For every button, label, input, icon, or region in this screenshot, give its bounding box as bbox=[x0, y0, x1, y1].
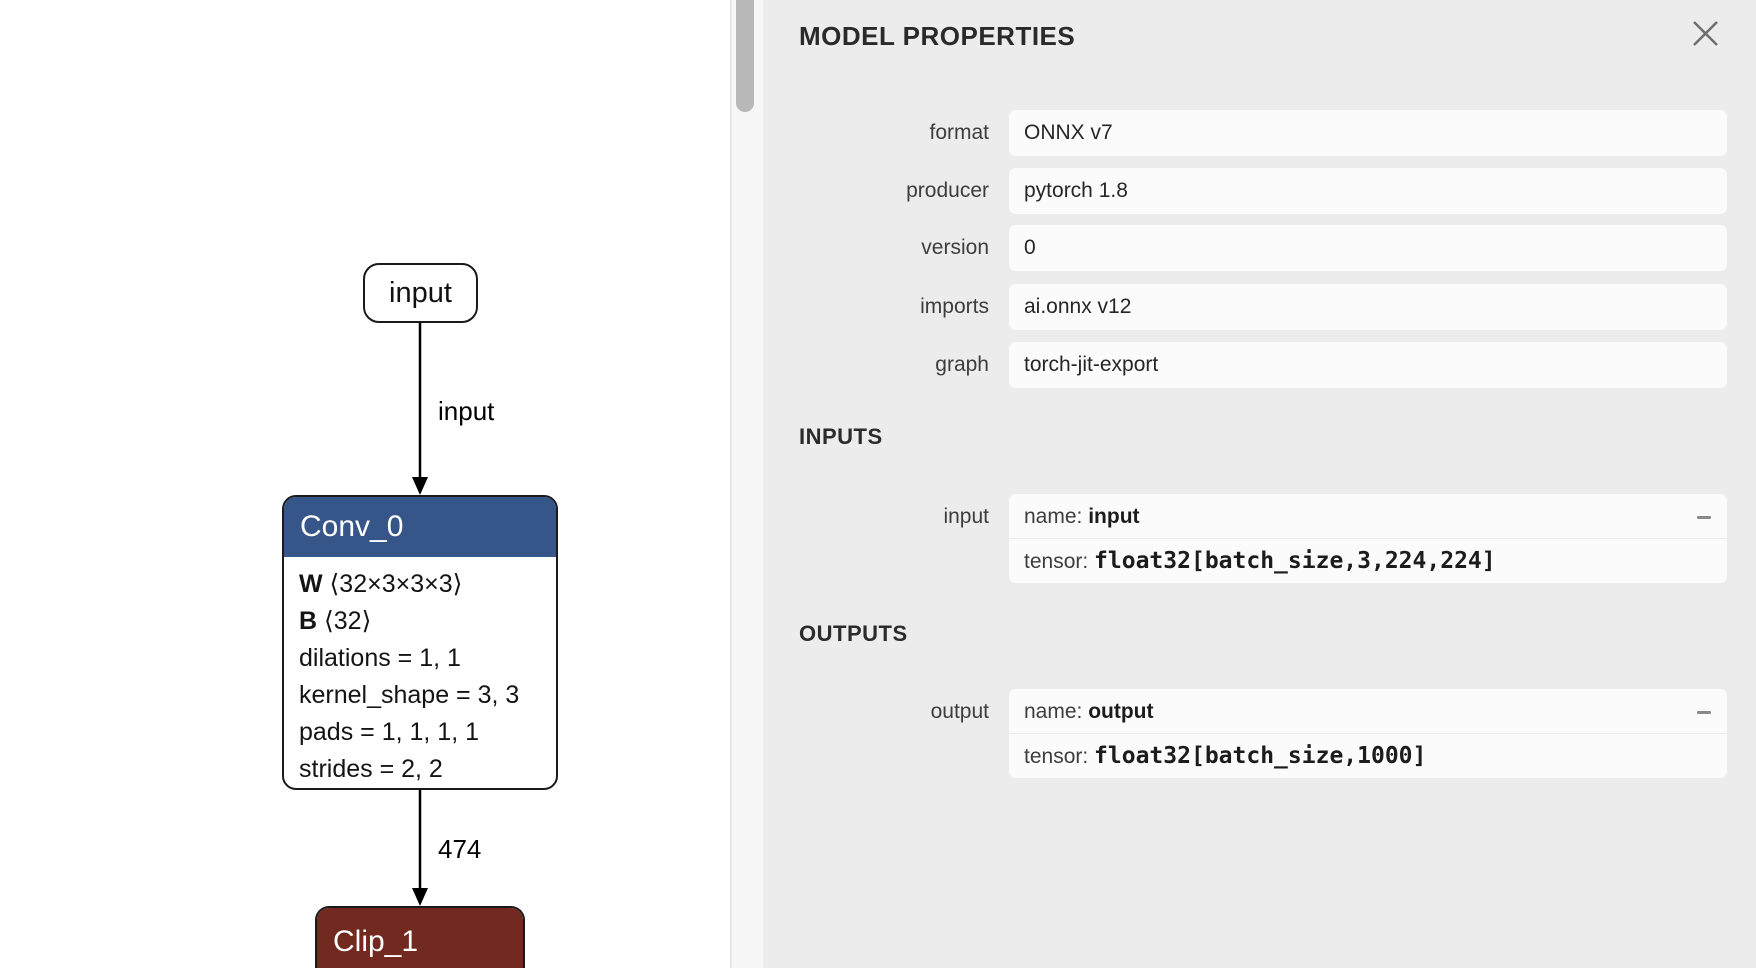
output-card: name: output tensor: float32[batch_size,… bbox=[1009, 689, 1727, 778]
property-label-imports: imports bbox=[920, 295, 989, 318]
name-key: name: bbox=[1024, 700, 1089, 723]
attr-line-pads: pads = 1, 1, 1, 1 bbox=[299, 718, 479, 746]
graph-canvas[interactable]: input input Conv_0 W ⟨32×3×3×3⟩ B ⟨32⟩ d… bbox=[0, 0, 730, 968]
property-value-imports: ai.onnx v12 bbox=[1009, 284, 1727, 330]
close-panel-button[interactable] bbox=[1686, 14, 1724, 52]
output-name-row: name: output bbox=[1009, 689, 1727, 734]
input-name-row: name: input bbox=[1009, 494, 1727, 539]
property-label-graph: graph bbox=[935, 353, 989, 376]
output-row-label: output bbox=[930, 700, 989, 723]
attr-line-B: B ⟨32⟩ bbox=[299, 607, 372, 635]
input-tensor-row: tensor: float32[batch_size,3,224,224] bbox=[1009, 539, 1727, 583]
input-name-value: input bbox=[1088, 505, 1140, 528]
input-card: name: input tensor: float32[batch_size,3… bbox=[1009, 494, 1727, 583]
edge-label-input: input bbox=[438, 396, 495, 426]
property-value-graph: torch-jit-export bbox=[1009, 342, 1727, 388]
model-properties-panel: MODEL PROPERTIES format ONNX v7 producer… bbox=[730, 0, 1756, 968]
input-row-label: input bbox=[943, 505, 989, 528]
collapse-input-button[interactable] bbox=[1689, 502, 1719, 532]
conv-node-title: Conv_0 bbox=[300, 510, 404, 543]
property-value-version: 0 bbox=[1009, 225, 1727, 271]
close-x-icon bbox=[1692, 20, 1718, 46]
graph-node-clip1[interactable]: Clip_1 bbox=[315, 906, 525, 968]
conv-node-header[interactable]: Conv_0 bbox=[284, 497, 556, 557]
property-value-format: ONNX v7 bbox=[1009, 110, 1727, 156]
input-node-label: input bbox=[389, 276, 452, 309]
minus-icon bbox=[1697, 710, 1711, 714]
inputs-heading: INPUTS bbox=[799, 424, 883, 449]
name-key: name: bbox=[1024, 505, 1089, 528]
panel-scrollbar-thumb[interactable] bbox=[736, 0, 754, 112]
graph-node-conv0[interactable]: Conv_0 W ⟨32×3×3×3⟩ B ⟨32⟩ dilations = 1… bbox=[282, 495, 558, 790]
conv-node-attributes: W ⟨32×3×3×3⟩ B ⟨32⟩ dilations = 1, 1 ker… bbox=[284, 557, 556, 788]
property-label-version: version bbox=[921, 236, 989, 259]
clip-node-header[interactable]: Clip_1 bbox=[317, 908, 523, 968]
input-tensor-value: float32[batch_size,3,224,224] bbox=[1094, 548, 1496, 574]
edge-label-474: 474 bbox=[438, 834, 482, 864]
graph-edges bbox=[412, 323, 428, 906]
attr-line-dilations: dilations = 1, 1 bbox=[299, 644, 461, 672]
property-label-format: format bbox=[929, 121, 989, 144]
panel-title: MODEL PROPERTIES bbox=[799, 21, 1076, 51]
property-label-producer: producer bbox=[906, 179, 989, 202]
panel-scrollbar-track[interactable] bbox=[732, 0, 763, 968]
attr-line-strides: strides = 2, 2 bbox=[299, 755, 443, 783]
outputs-heading: OUTPUTS bbox=[799, 621, 908, 646]
attr-line-kernel-shape: kernel_shape = 3, 3 bbox=[299, 681, 520, 709]
minus-icon bbox=[1697, 515, 1711, 519]
graph-node-input[interactable]: input bbox=[363, 263, 478, 323]
tensor-key: tensor: bbox=[1024, 550, 1095, 573]
arrowhead-icon bbox=[412, 888, 428, 906]
output-tensor-row: tensor: float32[batch_size,1000] bbox=[1009, 734, 1727, 778]
property-value-producer: pytorch 1.8 bbox=[1009, 168, 1727, 214]
collapse-output-button[interactable] bbox=[1689, 697, 1719, 727]
output-name-value: output bbox=[1088, 700, 1154, 723]
tensor-key: tensor: bbox=[1024, 745, 1095, 768]
clip-node-title: Clip_1 bbox=[333, 924, 419, 958]
attr-line-W: W ⟨32×3×3×3⟩ bbox=[299, 570, 463, 598]
arrowhead-icon bbox=[412, 477, 428, 495]
output-tensor-value: float32[batch_size,1000] bbox=[1094, 743, 1427, 769]
